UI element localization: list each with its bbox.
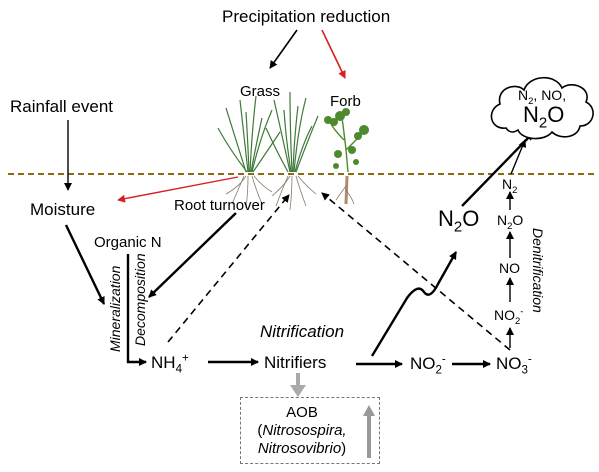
arrow-nh4-to-plants-dashed (167, 194, 290, 343)
rainfall-event-label: Rainfall event (10, 97, 114, 116)
forb-label: Forb (330, 93, 361, 110)
nitrification-label: Nitrification (260, 322, 345, 341)
arrow-precip-to-forb (321, 29, 346, 79)
denitrification-label: Denitrification (530, 228, 546, 313)
den-no2-label: NO2- (494, 306, 524, 327)
forb-illustration (324, 108, 369, 205)
den-n2-label: N2 (502, 176, 518, 196)
aob-increase-arrow-head (363, 405, 375, 416)
aob-text: AOB (Nitrosospira, Nitrosovibrio) (241, 404, 363, 458)
arrow-no3-to-plants-dashed (321, 192, 511, 351)
arrow-root-turnover-to-decomposition (148, 212, 237, 298)
grass-illustration (217, 91, 319, 211)
arrow-nitrifiers-to-aob-head (290, 385, 306, 397)
no2-label: NO2- (410, 353, 446, 377)
aob-box: AOB (Nitrosospira, Nitrosovibrio) (240, 397, 380, 464)
aob-genus-2: Nitrosovibrio (257, 440, 342, 457)
nh4-label: NH4+ (151, 352, 189, 376)
cloud-gases-line1: N2, NO, (518, 87, 567, 107)
cloud-n2o-label: N2O (523, 102, 565, 132)
mineralization-label: Mineralization (107, 265, 123, 352)
no3-label: NO3- (496, 353, 532, 377)
root-turnover-label: Root turnover (174, 197, 265, 214)
arrow-plants-to-moisture (117, 176, 239, 203)
grass-label: Grass (240, 83, 281, 100)
arrow-n2-to-cloud (510, 139, 527, 175)
arrow-organic-n-to-nh4 (126, 254, 147, 366)
den-n2o-label: N2O (497, 212, 524, 232)
aob-genus-2-line: Nitrosovibrio) (257, 440, 347, 457)
arrow-nitrifiers-to-n2o (370, 251, 458, 357)
aob-genus-1-line: (Nitrosospira, (257, 422, 347, 439)
organic-n-label: Organic N (94, 234, 162, 251)
cloud-icon (490, 76, 594, 140)
decomposition-label: Decomposition (132, 253, 148, 346)
moisture-label: Moisture (30, 200, 96, 219)
arrow-moisture-to-mineralization (64, 224, 106, 305)
n2o-label: N2O (438, 206, 480, 236)
aob-label: AOB (286, 404, 318, 421)
nitrifiers-label: Nitrifiers (264, 353, 327, 372)
den-no-label: NO (499, 260, 520, 276)
arrow-n2o-to-cloud (461, 132, 534, 207)
precip-reduction-label: Precipitation reduction (222, 7, 391, 26)
aob-genus-1: Nitrosospira, (262, 422, 347, 439)
arrow-precip-to-grass (269, 29, 298, 69)
